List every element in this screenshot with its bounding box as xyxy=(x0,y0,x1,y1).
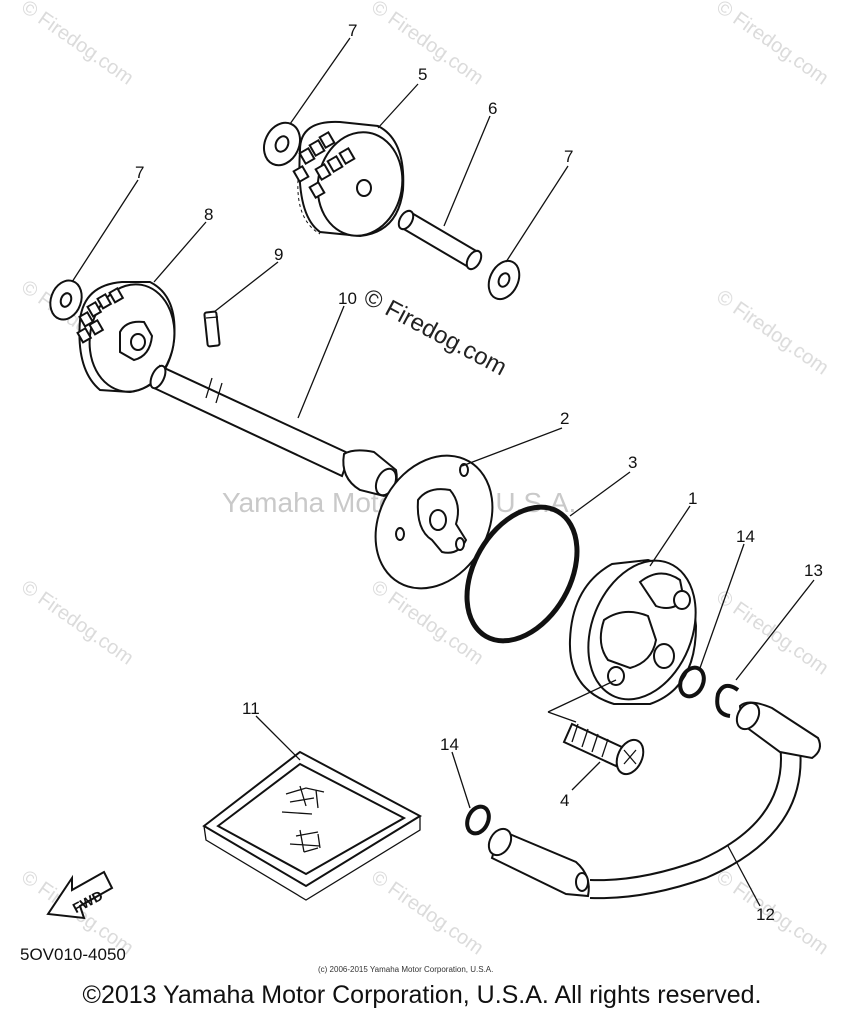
callout-4: 4 xyxy=(560,791,569,810)
part-11-strainer xyxy=(202,750,423,901)
part-10-shaft xyxy=(149,364,398,498)
part-3-o-ring xyxy=(464,504,580,644)
callout-7: 7 xyxy=(348,21,357,40)
part-5-gear xyxy=(292,120,405,238)
part-7-washer-right xyxy=(487,259,521,301)
callout-1: 1 xyxy=(688,489,697,508)
leader-lines xyxy=(71,37,815,907)
part-14-o-ring-lower xyxy=(465,804,491,836)
part-14-o-ring-upper xyxy=(678,665,706,699)
callout-13: 13 xyxy=(804,561,823,580)
callout-5: 5 xyxy=(418,65,427,84)
gear-teeth xyxy=(76,286,125,344)
gear-teeth xyxy=(292,130,356,200)
callout-7: 7 xyxy=(135,163,144,182)
callout-14: 14 xyxy=(736,527,755,546)
watermark-firedog: © Firedog.com xyxy=(712,286,832,379)
callout-9: 9 xyxy=(274,245,283,264)
watermark-firedog: © Firedog.com xyxy=(17,576,137,669)
callout-12: 12 xyxy=(756,905,775,924)
watermark-firedog: © Firedog.com xyxy=(367,866,487,959)
part-8-gear xyxy=(76,281,176,394)
watermark-firedog: © Firedog.com xyxy=(712,0,832,89)
callout-2: 2 xyxy=(560,409,569,428)
callout-8: 8 xyxy=(204,205,213,224)
watermark-firedog-main: © Firedog.com xyxy=(359,283,511,381)
part-1-housing xyxy=(547,558,698,723)
callout-14: 14 xyxy=(440,735,459,754)
small-copyright: (c) 2006-2015 Yamaha Motor Corporation, … xyxy=(318,965,493,974)
callout-numbers: 7 5 6 7 7 8 9 10 2 3 1 14 13 11 14 4 12 xyxy=(135,21,823,924)
part-9-dowel xyxy=(203,310,221,348)
part-13-circlip xyxy=(715,683,740,718)
part-4-screw xyxy=(562,722,645,776)
copyright-notice: ©2013 Yamaha Motor Corporation, U.S.A. A… xyxy=(83,981,762,1009)
callout-6: 6 xyxy=(488,99,497,118)
watermark-firedog: © Firedog.com xyxy=(17,0,137,89)
diagram-code: 5OV010-4050 xyxy=(20,945,126,964)
part-2-plate xyxy=(374,454,494,590)
part-6-pin xyxy=(397,209,483,271)
callout-7: 7 xyxy=(564,147,573,166)
callout-11: 11 xyxy=(242,699,260,718)
part-7-washer-upper xyxy=(263,121,301,167)
callout-3: 3 xyxy=(628,453,637,472)
part-12-pipe xyxy=(487,701,821,900)
callout-10: 10 xyxy=(338,289,357,308)
